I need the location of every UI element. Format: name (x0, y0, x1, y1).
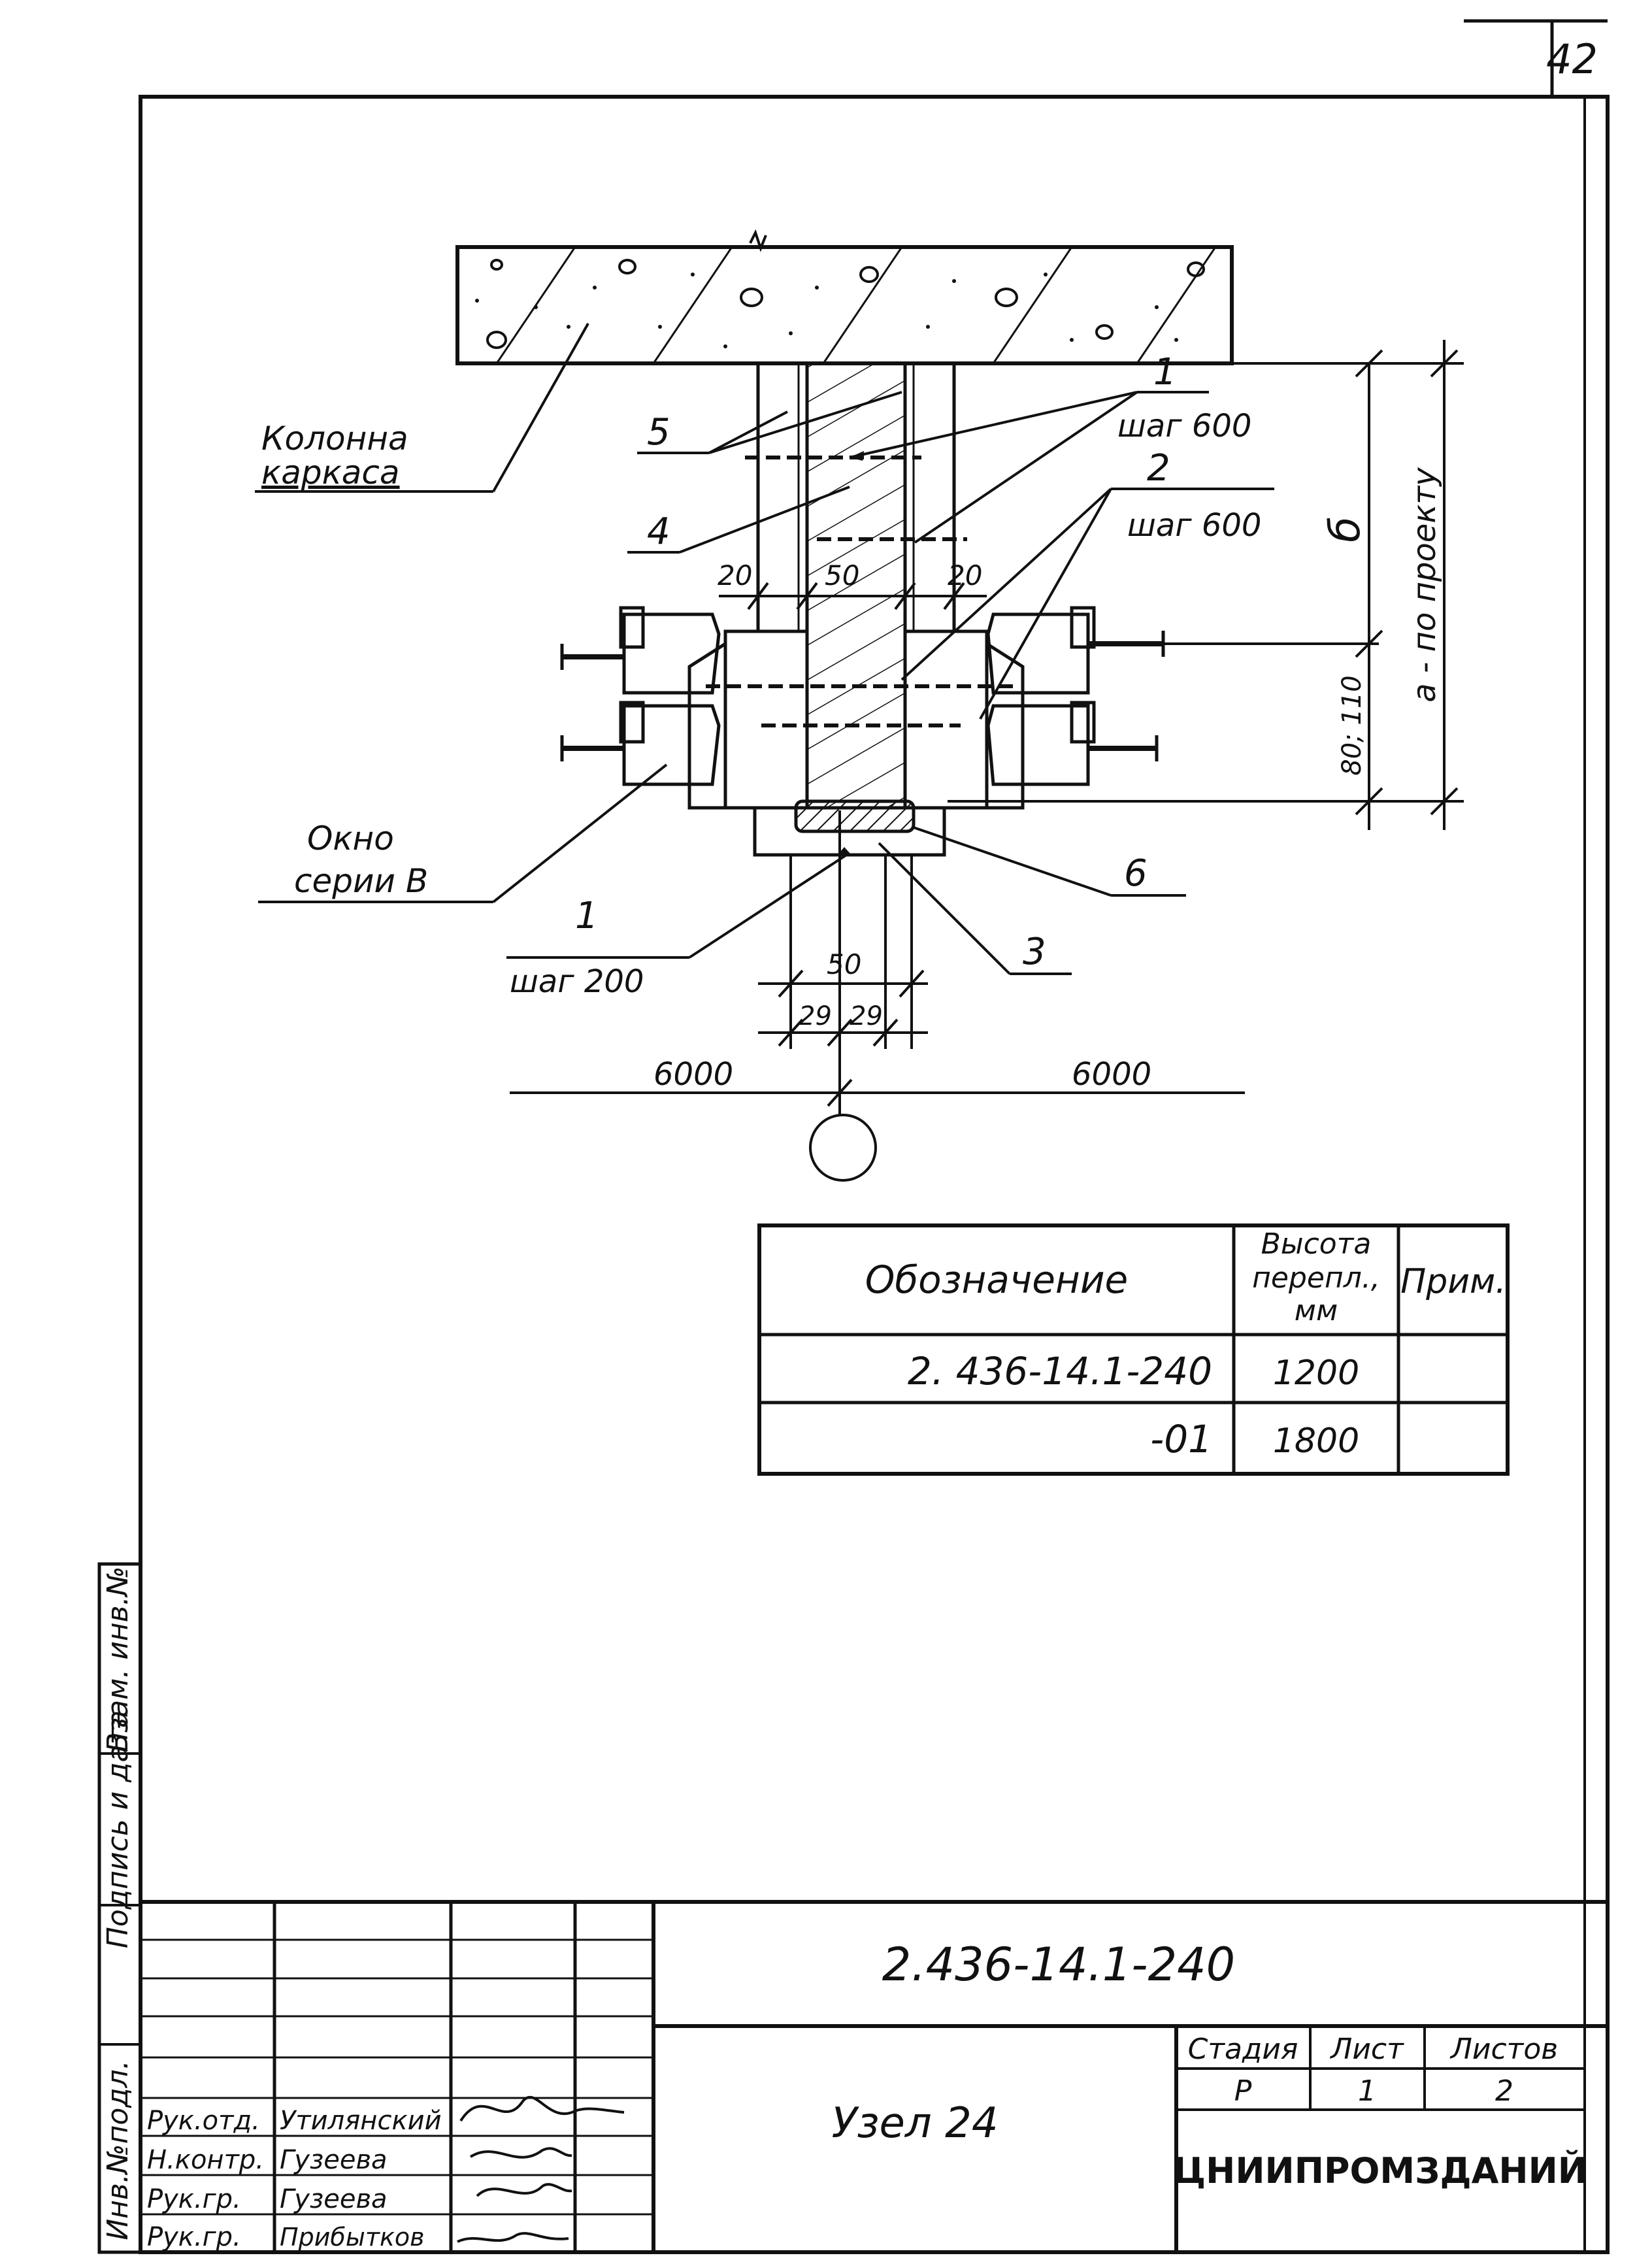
drawing-title: Узел 24 (831, 2099, 998, 2148)
column-label-line2: каркаса (261, 454, 400, 491)
dim-50-top: 50 (825, 559, 859, 591)
drawing-labels: Колонна каркаса 5 1 шаг 600 2 шаг 600 б … (261, 351, 1443, 1093)
column-label-line1: Колонна (261, 420, 408, 457)
mark-3: 3 (1023, 931, 1046, 973)
name-1: Утилянский (280, 2106, 442, 2136)
table-row-2-height: 1800 (1273, 1422, 1359, 1461)
span-right: 6000 (1072, 1056, 1151, 1093)
role-1: Рук.отд. (147, 2106, 260, 2136)
dim-a-project: а - по проекту (1406, 467, 1443, 703)
window-profile-right (905, 606, 1165, 810)
table-header-height-1: Высота (1261, 1227, 1372, 1261)
page-number: 42 (1546, 35, 1598, 83)
mark-1-bottom: 1 (575, 895, 599, 937)
stage-label: Стадия (1188, 2033, 1298, 2066)
designation-table-text: Обозначение Высота перепл., мм Прим. 2. … (865, 1227, 1506, 1461)
table-header-height-2: перепл., (1252, 1261, 1380, 1295)
role-4: Рук.гр. (147, 2222, 241, 2252)
name-4: Прибытков (280, 2223, 425, 2252)
mark-1-top: 1 (1153, 351, 1177, 393)
dim-20-right: 20 (948, 559, 982, 591)
dim-29-right: 29 (850, 1001, 883, 1031)
mark-4: 4 (647, 510, 670, 553)
window-profile-left (560, 606, 807, 810)
role-2: Н.контр. (147, 2145, 264, 2175)
name-3: Гузеева (280, 2184, 388, 2214)
signatures (457, 2095, 625, 2243)
document-code: 2.436-14.1-240 (882, 1938, 1235, 1991)
table-header-note: Прим. (1400, 1262, 1506, 1301)
sheets-value: 2 (1495, 2074, 1513, 2108)
organization-name: ЦНИИПРОМЗДАНИЙ (1173, 2150, 1587, 2191)
table-header-designation: Обозначение (865, 1257, 1128, 1302)
name-2: Гузеева (280, 2145, 388, 2175)
sheets-label: Листов (1449, 2033, 1558, 2066)
mark-2: 2 (1147, 447, 1170, 490)
table-row-1-designation: 2. 436-14.1-240 (908, 1349, 1212, 1393)
sheet-value: 1 (1358, 2074, 1376, 2108)
leader-lines (255, 323, 1274, 975)
mark-b: б (1321, 517, 1370, 542)
window-label-line1: Окно (307, 820, 394, 857)
designation-table (757, 1223, 1510, 1476)
step-600-a: шаг 600 (1117, 408, 1251, 444)
stage-value: Р (1234, 2074, 1252, 2108)
dimension-lines (510, 340, 1464, 1182)
dim-80-110: 80; 110 (1337, 675, 1367, 775)
mark-6: 6 (1124, 852, 1148, 895)
title-block-text: 2.436-14.1-240 Узел 24 Стадия Лист Листо… (147, 1938, 1587, 2252)
table-row-1-height: 1200 (1273, 1354, 1359, 1393)
step-600-b: шаг 600 (1127, 507, 1261, 544)
side-stamp-inv-orig: Инв.№подл. (101, 2060, 135, 2240)
concrete-column (455, 229, 1234, 365)
step-200: шаг 200 (510, 963, 644, 1000)
mark-5: 5 (647, 411, 670, 454)
dim-29-left: 29 (799, 1001, 832, 1031)
sheet-label: Лист (1329, 2033, 1404, 2066)
side-stamp: Взам. инв.№ Подпись и дата Инв.№подл. (97, 1562, 142, 2254)
timber-insert (706, 361, 1019, 857)
title-block (140, 1900, 1608, 2252)
dim-50-bottom: 50 (827, 948, 861, 980)
role-3: Рук.гр. (147, 2184, 241, 2214)
sheet-frame (139, 19, 1610, 2254)
dim-20-left: 20 (718, 559, 752, 591)
table-header-height-3: мм (1295, 1294, 1338, 1327)
side-stamp-inv-repl: Взам. инв.№ (101, 1567, 135, 1753)
window-label-line2: серии В (294, 862, 428, 900)
span-left: 6000 (653, 1056, 733, 1093)
side-stamp-sign-date: Подпись и дата (101, 1710, 135, 1948)
table-row-2-designation: -01 (1150, 1417, 1212, 1461)
